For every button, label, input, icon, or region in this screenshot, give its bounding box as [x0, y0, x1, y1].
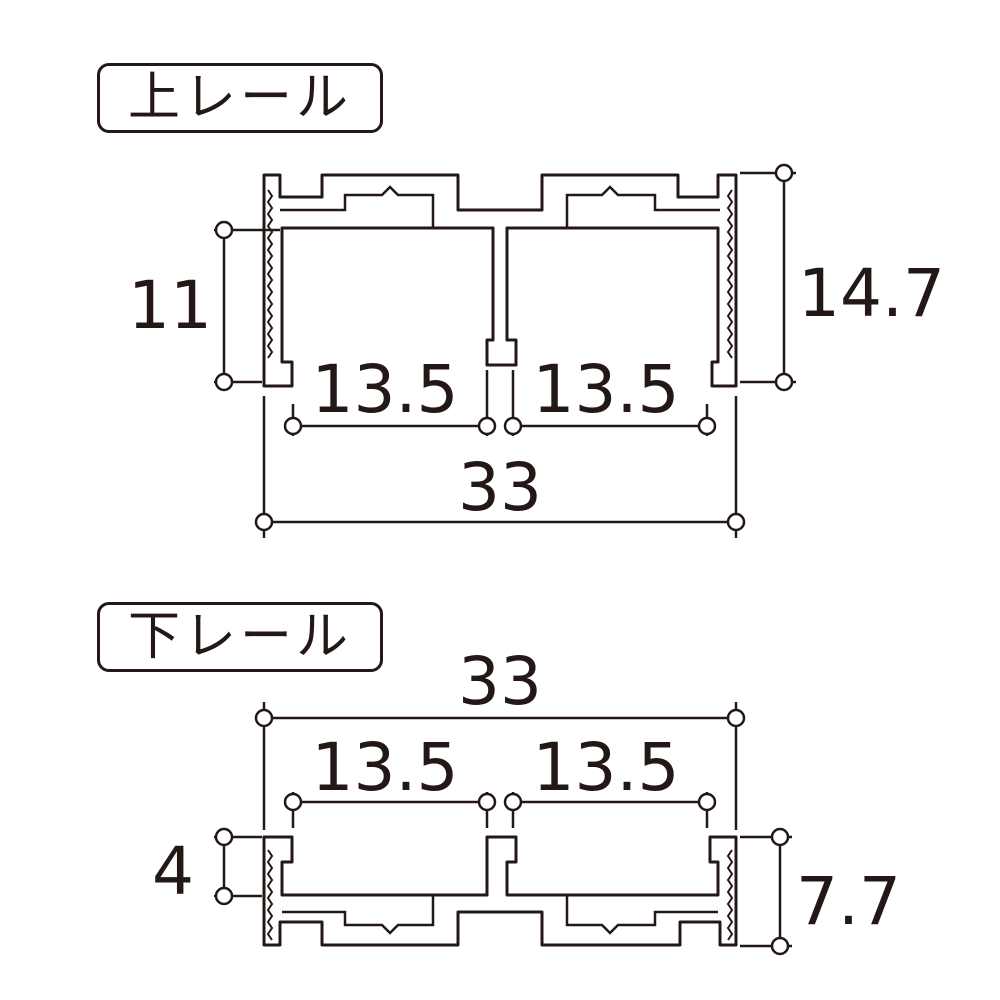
dim-dot — [283, 792, 303, 812]
dim-label-4: 4 — [152, 833, 194, 910]
lower-rail-serration-left — [266, 849, 274, 941]
dim-dot — [726, 708, 746, 728]
dim-dot — [214, 220, 234, 240]
dim-dot — [254, 708, 274, 728]
dim-label-13-5-right: 13.5 — [533, 351, 680, 428]
dim-dot — [770, 827, 790, 847]
upper-rail-inner-right — [565, 185, 720, 228]
dim-dot — [770, 936, 790, 956]
upper-rail-serration-left — [266, 189, 274, 359]
lower-rail-diagram: 33 13.5 13.5 4 7.7 — [152, 643, 901, 956]
upper-rail-serration-right — [726, 189, 734, 359]
lower-rail-inner-right — [565, 895, 718, 935]
lower-rail-inner-left — [282, 895, 435, 935]
dim-label-33: 33 — [458, 449, 542, 526]
lower-rail-title: 下レール — [97, 602, 383, 672]
dim-dot — [283, 416, 303, 436]
dim-dot — [697, 792, 717, 812]
dim-label-14-7: 14.7 — [798, 255, 945, 332]
dim-dot — [214, 827, 234, 847]
dim-label-33: 33 — [458, 643, 542, 720]
dim-dot — [214, 372, 234, 392]
dim-label-13-5-left: 13.5 — [312, 729, 459, 806]
dim-dot — [477, 792, 497, 812]
dim-dot — [697, 416, 717, 436]
dim-dot — [254, 512, 274, 532]
dim-dot — [214, 886, 234, 906]
upper-rail-inner-left — [280, 185, 435, 228]
dim-dot — [774, 372, 794, 392]
dim-dot — [477, 416, 497, 436]
upper-rail-diagram: 11 14.7 13.5 13.5 33 — [128, 163, 945, 538]
dim-label-13-5-left: 13.5 — [312, 351, 459, 428]
lower-rail-serration-right — [726, 849, 734, 941]
dim-label-11: 11 — [128, 267, 212, 344]
dim-dot — [726, 512, 746, 532]
dim-dot — [503, 792, 523, 812]
lower-rail-panel: 下レール 33 13.5 13.5 — [0, 560, 1000, 1000]
dim-dot — [503, 416, 523, 436]
dim-dot — [774, 163, 794, 183]
upper-rail-title: 上レール — [97, 63, 383, 133]
dim-label-7-7: 7.7 — [796, 863, 901, 940]
upper-rail-profile — [262, 173, 738, 388]
lower-rail-profile — [262, 835, 738, 947]
dim-label-13-5-right: 13.5 — [533, 729, 680, 806]
upper-rail-panel: 上レール 11 14.7 13.5 — [97, 63, 945, 538]
